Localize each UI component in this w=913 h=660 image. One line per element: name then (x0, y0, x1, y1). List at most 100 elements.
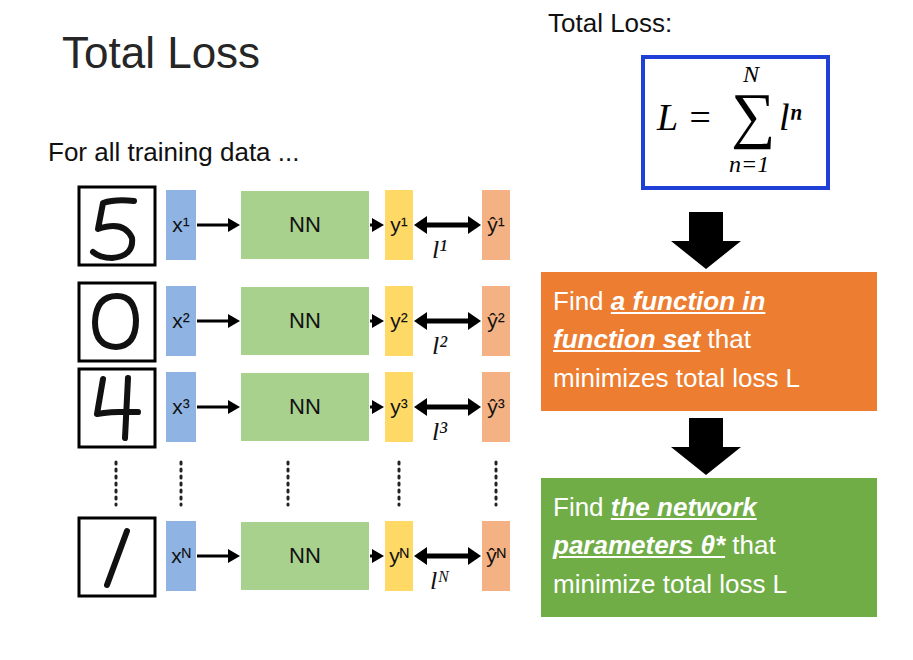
arrow-head (468, 547, 481, 565)
box-text: x³ (172, 395, 190, 419)
connector-line (197, 406, 230, 409)
box-text: NN (289, 394, 321, 420)
slide-title: Total Loss (62, 28, 260, 78)
ellipsis-dots (180, 462, 183, 505)
step-text: Find the network parameters θ* that mini… (553, 488, 865, 603)
box-text: x¹ (172, 213, 190, 237)
arrow-head (414, 398, 427, 416)
arrow-head (372, 218, 384, 232)
arrow-head (414, 547, 427, 565)
connector (197, 314, 240, 328)
input-box: xᴺ (166, 521, 196, 591)
arrow-head (228, 400, 240, 414)
ellipsis-dots (115, 462, 118, 505)
digit-five (93, 200, 134, 258)
connector (370, 314, 384, 328)
box-text: yᴺ (389, 544, 409, 568)
target-box: ŷᴺ (482, 521, 510, 591)
connector-line (425, 223, 470, 228)
arrow-head (372, 400, 384, 414)
connector (414, 312, 481, 330)
connector (370, 549, 384, 563)
box-text: ŷ² (487, 309, 505, 333)
network-box: NN (241, 373, 369, 441)
loss-label: l¹ (432, 237, 447, 263)
connector-line (197, 320, 230, 323)
digit-four (97, 378, 138, 438)
ellipsis-dots (287, 462, 290, 505)
text-label: Total Loss: (548, 8, 672, 39)
ellipsis-dots (398, 462, 401, 505)
connector-line (425, 405, 470, 410)
arrow-head (468, 312, 481, 330)
block-arrow (671, 212, 741, 269)
target-box: ŷ³ (482, 372, 510, 442)
box-text: NN (289, 543, 321, 569)
block-arrow-shape (671, 418, 741, 475)
input-box: x² (166, 286, 196, 356)
output-box: y³ (385, 372, 413, 442)
box-text: xᴺ (171, 544, 191, 568)
block-arrow (671, 418, 741, 475)
box-text: ŷ³ (487, 395, 505, 419)
target-box: ŷ² (482, 286, 510, 356)
connector (197, 549, 240, 563)
arrow-head (414, 216, 427, 234)
step-text-part: Find (553, 492, 604, 522)
connector (370, 218, 384, 232)
input-box: x³ (166, 372, 196, 442)
box-text: NN (289, 308, 321, 334)
network-box: NN (241, 191, 369, 259)
arrow-head (372, 314, 384, 328)
arrow-head (468, 398, 481, 416)
text-label: For all training data ... (48, 137, 299, 168)
connector-line (425, 319, 470, 324)
digit-frame (79, 283, 155, 361)
connector-line (197, 555, 230, 558)
box-text: ŷᴺ (486, 544, 506, 568)
connector (414, 547, 481, 565)
digit-zero (95, 296, 136, 347)
connector (370, 400, 384, 414)
connector (414, 216, 481, 234)
arrow-head (414, 312, 427, 330)
connector (197, 218, 240, 232)
arrow-head (228, 314, 240, 328)
step-box: Find the network parameters θ* that mini… (541, 478, 877, 617)
loss-label: l³ (432, 419, 447, 445)
formula-lhs: L = (657, 97, 713, 139)
digit-frame (79, 187, 155, 265)
loss-label: lᴺ (430, 568, 449, 594)
step-box: Find a function in function set that min… (541, 272, 877, 411)
digit-frame (79, 369, 155, 447)
ellipsis-dots (495, 462, 498, 505)
box-text: y² (390, 309, 408, 333)
network-box: NN (241, 287, 369, 355)
output-box: yᴺ (385, 521, 413, 591)
output-box: y¹ (385, 190, 413, 260)
arrow-head (468, 216, 481, 234)
input-box: x¹ (166, 190, 196, 260)
formula-box: NL =∑lⁿn=1 (641, 55, 830, 190)
connector (414, 398, 481, 416)
loss-label: l² (432, 333, 447, 359)
arrow-head (372, 549, 384, 563)
connector (197, 400, 240, 414)
box-text: y¹ (390, 213, 408, 237)
connector-line (197, 224, 230, 227)
network-box: NN (241, 522, 369, 590)
sum-symbol: ∑ (731, 81, 775, 149)
arrow-head (228, 218, 240, 232)
target-box: ŷ¹ (482, 190, 510, 260)
lower-limit: n=1 (729, 151, 769, 177)
arrow-head (228, 549, 240, 563)
output-box: y² (385, 286, 413, 356)
step-text: Find a function in function set that min… (553, 282, 865, 397)
box-text: x² (172, 309, 190, 333)
block-arrow-shape (671, 212, 741, 269)
digit-frame (79, 518, 155, 596)
formula-term: lⁿ (779, 97, 802, 139)
box-text: y³ (390, 395, 408, 419)
box-text: ŷ¹ (487, 213, 505, 237)
